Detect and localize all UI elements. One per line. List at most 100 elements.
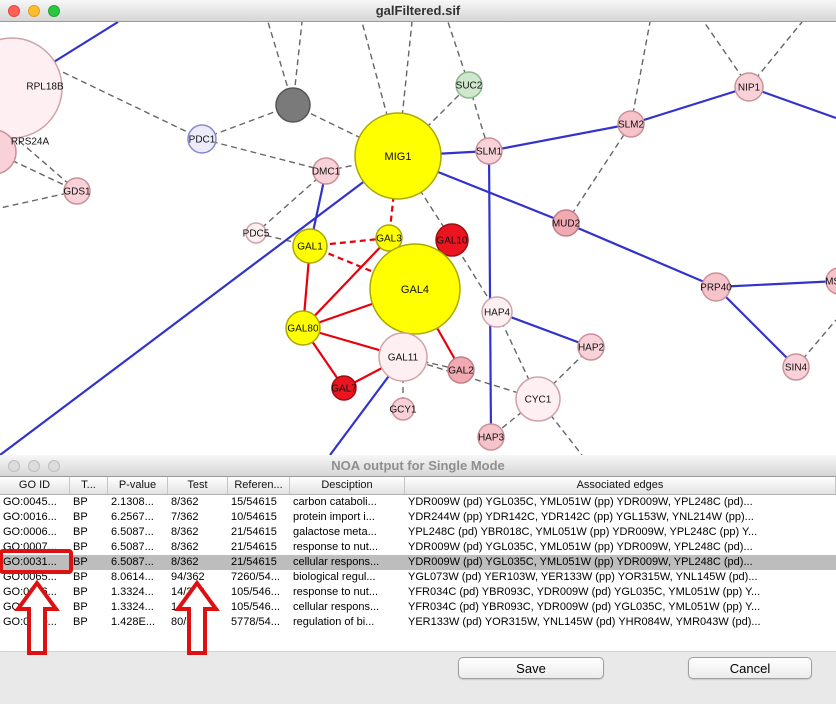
noa-window-titlebar[interactable]: NOA output for Single Mode [0,455,836,477]
node-unlabeled-gray[interactable] [275,87,311,123]
node-label-HAP3: HAP3 [478,433,505,444]
table-cell: carbon cataboli... [293,496,377,508]
node-MUD2[interactable] [552,209,580,237]
table-cell: 6.5087... [111,556,154,568]
node-GAL80[interactable] [285,310,321,346]
table-cell: 7/362 [171,511,199,523]
node-SUC2[interactable] [455,71,483,99]
edge-SLM1-SLM2[interactable] [488,122,632,153]
node-label-GAL1: GAL1 [297,242,323,253]
node-PDC1[interactable] [187,124,217,154]
node-GAL3[interactable] [375,224,403,252]
close-button[interactable] [8,460,20,472]
table-cell: GO:0006... [3,526,57,538]
edge-MIG1-out[interactable] [0,155,399,455]
node-HAP2[interactable] [577,333,605,361]
edge-PRP40-SIN4[interactable] [715,286,797,368]
edge-SLM2-out[interactable] [630,22,651,125]
node-RPS24A[interactable] [0,130,17,174]
zoom-button[interactable] [48,460,60,472]
minimize-button[interactable] [28,5,40,17]
column-header-6[interactable]: Associated edges [405,477,836,494]
node-GAL10[interactable] [435,223,469,257]
node-SLM2[interactable] [617,110,645,138]
table-cell: 15/54615 [231,496,277,508]
node-GAL4[interactable] [369,243,461,335]
node-SLM1[interactable] [475,137,503,165]
column-header-3[interactable]: Test [168,477,228,494]
edge-MUD2-SLM2[interactable] [565,123,632,224]
node-label-GAL2: GAL2 [448,366,474,377]
column-header-1[interactable]: T... [70,477,108,494]
edge-CYC1-HAP4[interactable] [496,311,539,400]
edge-HAP4-HAP2[interactable] [496,310,592,349]
node-DMC1[interactable] [312,157,340,185]
node-GAL1[interactable] [292,228,328,264]
table-cell: 80/362 [171,616,205,628]
node-NIP1[interactable] [734,72,764,102]
node-GAL7[interactable] [331,375,357,401]
node-label-SUC2: SUC2 [456,81,483,92]
node-HAP3[interactable] [477,423,505,451]
column-header-2[interactable]: P-value [108,477,168,494]
table-cell: YDR009W (pd) YGL035C, YML051W (pp) YDR00… [408,541,753,553]
network-svg[interactable]: RPL18BRPS24AGDS1PDC1DMC1MIG1SUC2SLM1SLM2… [0,22,836,455]
edge-PRP40-MSN5[interactable] [715,280,836,289]
table-cell: BP [73,571,88,583]
node-HAP4[interactable] [481,296,513,328]
node-label-MIG1: MIG1 [385,151,412,163]
graph-window-titlebar[interactable]: galFiltered.sif [0,0,836,22]
table-cell: 1.3324... [111,601,154,613]
node-label-MUD2: MUD2 [552,219,581,230]
column-header-0[interactable]: GO ID [0,477,70,494]
table-cell: BP [73,496,88,508]
node-label-GCY1: GCY1 [389,405,417,416]
node-CYC1[interactable] [515,376,561,422]
edge-PDC1-DMC1[interactable] [201,138,327,172]
zoom-button[interactable] [48,5,60,17]
column-header-4[interactable]: Referen... [228,477,290,494]
edge-GAL80-GAL3[interactable] [302,237,390,329]
edge-MIG1-SUC2[interactable] [397,84,470,157]
node-label-SIN4: SIN4 [785,363,808,374]
column-header-5[interactable]: Desciption [290,477,405,494]
node-label-RPL18B: RPL18B [26,82,64,93]
edge-edge-PDC1[interactable] [0,41,203,140]
node-MIG1[interactable] [354,112,442,200]
node-GAL11[interactable] [378,332,428,382]
edge-NIP1-out[interactable] [748,85,836,120]
table-cell: YFR034C (pd) YBR093C, YDR009W (pd) YGL03… [408,601,761,613]
save-button[interactable]: Save [458,657,604,679]
edge-SLM2-NIP1[interactable] [630,85,750,126]
node-label-RPS24A: RPS24A [11,137,50,148]
node-label-SLM1: SLM1 [476,147,503,158]
edge-DMC1-PDC5[interactable] [255,170,327,234]
minimize-button[interactable] [28,460,40,472]
node-GAL2[interactable] [447,356,475,384]
edge-SLM1-HAP3[interactable] [487,150,493,438]
table-cell: BP [73,556,88,568]
node-GDS1[interactable] [63,177,91,205]
close-button[interactable] [8,5,20,17]
node-PDC5[interactable] [245,222,267,244]
cancel-button[interactable]: Cancel [688,657,812,679]
node-RPL18B[interactable] [0,37,63,139]
node-PRP40[interactable] [701,272,731,302]
table-cell: GO:0065... [3,571,57,583]
node-label-GAL11: GAL11 [388,353,419,364]
table-cell: YPL248C (pd) YBR018C, YML051W (pp) YDR00… [408,526,758,538]
node-MSN5[interactable] [825,267,836,295]
node-SIN4[interactable] [782,353,810,381]
node-GCY1[interactable] [391,397,415,421]
edge-MUD2-PRP40[interactable] [565,221,717,289]
